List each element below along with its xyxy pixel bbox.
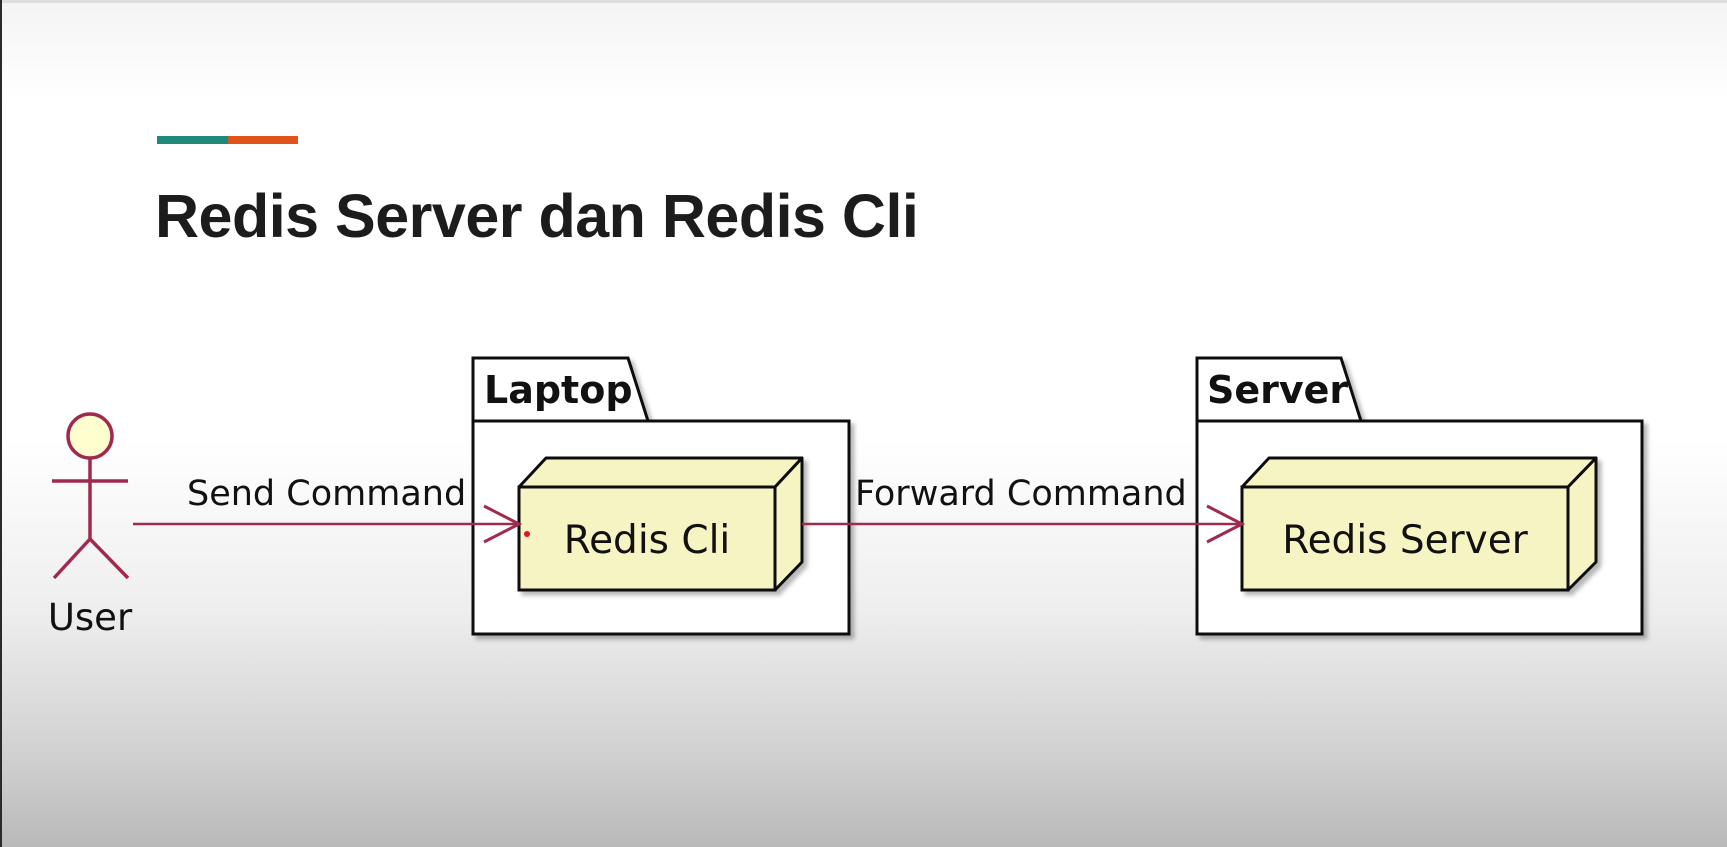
package-server-label: Server — [1207, 368, 1348, 412]
user-actor: User — [48, 412, 133, 639]
edge-send-command-label: Send Command — [187, 474, 466, 514]
left-edge — [0, 0, 2, 847]
arrowhead — [483, 504, 523, 544]
package-laptop-label: Laptop — [484, 368, 633, 412]
3d-box-node-icon — [517, 456, 804, 592]
edge-forward-command-label: Forward Command — [855, 474, 1187, 514]
3d-box-node-icon — [1240, 456, 1598, 592]
node-redis-cli-label: Redis Cli — [564, 518, 731, 563]
title-accent-bar — [157, 136, 298, 144]
accent-bar-orange — [228, 136, 298, 144]
top-edge — [0, 0, 1727, 3]
node-redis-server — [1240, 456, 1598, 592]
slide-title: Redis Server dan Redis Cli — [155, 182, 919, 250]
accent-bar-teal — [157, 136, 228, 144]
edge-forward-command — [802, 504, 1246, 544]
node-redis-cli — [517, 456, 804, 592]
node-redis-server-label: Redis Server — [1282, 518, 1529, 563]
stick-figure-icon — [52, 412, 130, 580]
actor-head — [66, 412, 114, 460]
edge-send-command — [133, 504, 530, 544]
actor-label: User — [48, 596, 133, 639]
arrowhead — [1206, 504, 1246, 544]
